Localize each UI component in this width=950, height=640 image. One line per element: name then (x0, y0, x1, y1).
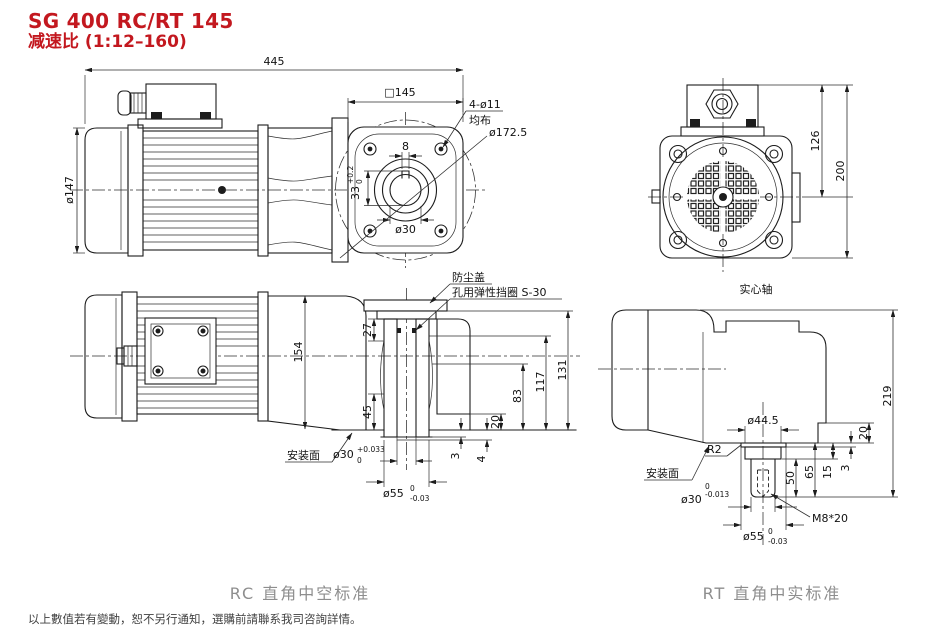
svg-text:0: 0 (357, 456, 362, 465)
dim-45: 45 (361, 405, 374, 419)
rt-housing-outline (647, 309, 827, 424)
dim-overall-length: 445 (264, 55, 285, 68)
motor-rear-cap-top (84, 294, 123, 419)
caption-rt: RT 直角中实标准 (702, 584, 842, 603)
label-mounting-face-rc: 安装面 (287, 448, 320, 462)
svg-text:ø30: ø30 (333, 448, 354, 461)
dim-overall-height-rt: 219 (881, 386, 894, 407)
dim-bore: ø30 (395, 223, 416, 236)
label-bolt-holes: 4-ø11 (469, 98, 501, 111)
dim-4: 4 (475, 456, 488, 463)
housing-block-right (436, 318, 471, 415)
label-circlip: 孔用弹性挡圈 S-30 (452, 285, 546, 299)
label-bolt-holes-note: 均布 (469, 114, 491, 127)
svg-text:0: 0 (768, 527, 773, 536)
cable-gland-top-icon (116, 345, 138, 367)
bolt-circle (335, 119, 476, 261)
shaft-collar (744, 446, 782, 460)
svg-text:+0.033: +0.033 (357, 445, 385, 454)
label-fillet: R2 (707, 443, 722, 456)
dim-spigot-tolerance-rc: ø55 0 -0.03 (383, 484, 430, 503)
motor-adapter-ring (127, 124, 144, 257)
dim-20-rt: 20 (857, 426, 870, 440)
hub-wall-right (415, 318, 430, 438)
dim-83: 83 (511, 389, 524, 403)
svg-text:+0.2: +0.2 (346, 166, 355, 184)
svg-text:-0.013: -0.013 (705, 490, 729, 499)
motor-rear-cap (84, 127, 129, 254)
dim-20: 20 (489, 415, 502, 429)
page-title: SG 400 RC/RT 145 减速比 (1:12–160) (28, 10, 234, 53)
view-rc-side: 445 (63, 55, 487, 263)
label-solid-shaft: 实心轴 (740, 282, 773, 296)
svg-text:ø55: ø55 (743, 530, 764, 543)
svg-text:-0.03: -0.03 (410, 494, 430, 503)
keyway-slot (401, 170, 410, 179)
dim-117: 117 (534, 372, 547, 393)
view-rc-top-section: 154 27 45 (70, 270, 580, 503)
hub-boss (373, 158, 438, 222)
dim-center-to-top: 126 (809, 131, 822, 152)
flange-bolt-holes (363, 142, 448, 238)
svg-text:0: 0 (410, 484, 415, 493)
terminal-box-top (144, 317, 217, 385)
view-rt-side: 实心轴 R2 安装面 (598, 282, 898, 546)
motor-fin-body (142, 130, 259, 251)
dim-spigot-tolerance-rt: ø55 0 -0.03 (743, 527, 788, 546)
svg-text:0: 0 (705, 482, 710, 491)
gland-hex-icon (705, 89, 739, 119)
cable-gland-icon (117, 90, 147, 116)
dim-3-rt: 3 (839, 465, 852, 472)
dim-overall-height: 200 (834, 161, 847, 182)
dim-motor-diameter: ø147 (63, 176, 76, 204)
dim-bore-tolerance-rc: ø30 +0.033 0 (333, 445, 385, 465)
caption-rc: RC 直角中空标准 (229, 584, 371, 603)
dim-flange-square: □145 (384, 86, 415, 99)
flange-square (347, 126, 464, 254)
dim-keyway-width: 8 (402, 140, 409, 153)
svg-text:33: 33 (349, 186, 362, 200)
dim-keyway-depth: 33 +0.2 0 (346, 166, 364, 200)
gearbox-housing (267, 127, 333, 254)
dim-65: 65 (803, 465, 816, 479)
dim-shaft-collar: ø44.5 (747, 414, 778, 427)
fan-cover (662, 136, 784, 258)
model-title: SG 400 RC/RT 145 (28, 9, 234, 33)
ratio-subtitle: 减速比 (1:12–160) (28, 32, 187, 52)
terminal-box-screws (152, 325, 209, 377)
label-dust-cover: 防尘盖 (452, 270, 485, 284)
svg-text:ø55: ø55 (383, 487, 404, 500)
dim-131: 131 (556, 360, 569, 381)
hub-wall-left (383, 318, 398, 438)
gearbox-end-plate (257, 124, 269, 257)
dim-motor-width: 154 (292, 342, 305, 363)
dust-cover (363, 299, 448, 312)
view-rc-flange-front: 8 33 +0.2 0 ø30 □145 4-ø11 (335, 86, 527, 268)
dim-3: 3 (449, 453, 462, 460)
gearbox-housing-top (267, 295, 367, 431)
svg-text:ø30: ø30 (681, 493, 702, 506)
footer-note: 以上數值若有變動，恕不另行通知，選購前請聯系我司咨詢詳情。 (28, 612, 362, 626)
view-motor-back: 126 200 (648, 78, 853, 272)
label-mounting-face-rt: 安装面 (646, 466, 679, 480)
dim-shaft-tolerance-rt: ø30 -0.013 0 (681, 482, 729, 506)
spigot (740, 442, 787, 448)
svg-text:0: 0 (355, 179, 364, 184)
circlip-mark (397, 328, 401, 333)
dim-bolt-circle: ø172.5 (489, 126, 527, 139)
dim-50: 50 (784, 471, 797, 485)
svg-text:-0.03: -0.03 (768, 537, 788, 546)
hollow-bore (389, 173, 422, 207)
label-tapped-hole: M8*20 (812, 512, 848, 525)
terminal-box-base (137, 118, 223, 129)
motor-fins (143, 137, 258, 243)
dim-27: 27 (361, 323, 374, 337)
dim-15: 15 (821, 465, 834, 479)
rt-motor-cap (611, 309, 649, 431)
tapped-hole-dashed (757, 469, 769, 498)
plug-dot (218, 186, 226, 194)
